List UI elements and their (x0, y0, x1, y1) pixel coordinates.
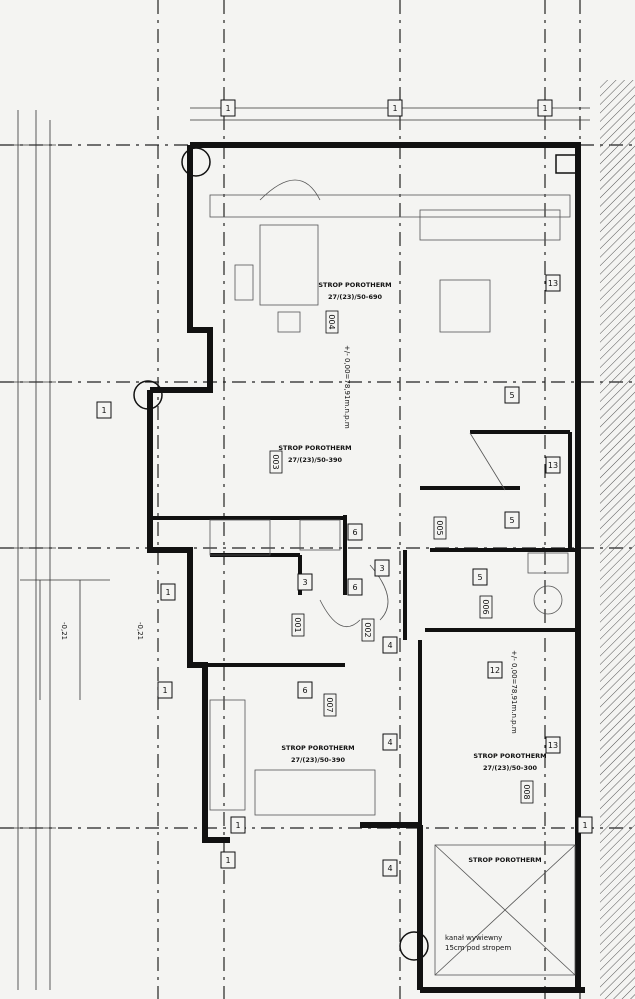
callout-group: 11111111113131355566663344412 (96, 99, 593, 877)
vent-note-line1: kanał wywiewny (445, 934, 502, 942)
room-tag: 001 (293, 617, 302, 632)
svg-text:1: 1 (101, 406, 106, 415)
callout-tag: 5 (504, 386, 520, 404)
ceiling-labels: STROP POROTHERM 27/(23)/50-690 STROP POR… (278, 281, 546, 864)
callout-tag: 1 (387, 99, 403, 117)
callout-tag: 4 (382, 733, 398, 751)
ceiling-label-spec: 27/(23)/50-300 (483, 764, 538, 772)
callout-tag: 1 (157, 681, 173, 699)
svg-text:4: 4 (387, 864, 392, 873)
callout-tag: 1 (537, 99, 553, 117)
callout-tag: 4 (382, 859, 398, 877)
svg-text:1: 1 (235, 821, 240, 830)
room-tag: 005 (435, 520, 444, 535)
level-mark: -0,21 (60, 622, 68, 640)
level-marks: +/- 0,00=78,91m.n.p.m +/- 0,00=78,91m.n.… (60, 345, 518, 734)
ceiling-label-spec: 27/(23)/50-390 (291, 756, 346, 764)
room-tag: 006 (481, 599, 490, 614)
level-mark: +/- 0,00=78,91m.n.p.m (343, 345, 351, 429)
room-tag: 007 (325, 697, 334, 712)
callout-tag: 1 (577, 816, 593, 834)
svg-text:6: 6 (352, 583, 357, 592)
svg-text:5: 5 (509, 516, 514, 525)
callout-tag: 6 (347, 578, 363, 596)
ceiling-label: STROP POROTHERM (468, 856, 541, 864)
svg-text:6: 6 (352, 528, 357, 537)
inner-walls (150, 430, 575, 825)
room-tag: 004 (327, 314, 336, 329)
svg-text:6: 6 (302, 686, 307, 695)
svg-text:1: 1 (165, 588, 170, 597)
callout-tag: 1 (96, 401, 112, 419)
svg-text:1: 1 (392, 104, 397, 113)
svg-text:12: 12 (490, 666, 500, 675)
callout-tag: 1 (160, 583, 176, 601)
svg-text:1: 1 (225, 104, 230, 113)
svg-text:13: 13 (548, 279, 558, 288)
callout-tag: 1 (230, 816, 246, 834)
callout-tag: 6 (297, 681, 313, 699)
furniture-lines (209, 179, 576, 976)
ceiling-label: STROP POROTHERM (281, 744, 354, 752)
room-tag: 008 (522, 784, 531, 799)
room-tag: 003 (271, 454, 280, 469)
svg-text:1: 1 (542, 104, 547, 113)
svg-text:1: 1 (162, 686, 167, 695)
svg-text:13: 13 (548, 461, 558, 470)
ceiling-label: STROP POROTHERM (278, 444, 351, 452)
callout-tag: 12 (487, 661, 503, 679)
svg-text:4: 4 (387, 738, 392, 747)
vent-note-line2: 15cm pod stropem (445, 944, 511, 952)
svg-text:5: 5 (509, 391, 514, 400)
ceiling-label-spec: 27/(23)/50-690 (328, 293, 383, 301)
hatched-ground (600, 80, 635, 999)
svg-text:3: 3 (379, 564, 384, 573)
level-mark: +/- 0,00=78,91m.n.p.m (510, 650, 518, 734)
svg-text:4: 4 (387, 641, 392, 650)
svg-text:13: 13 (548, 741, 558, 750)
room-tags: 004 003 001 002 007 008 005 006 (269, 310, 534, 804)
column-circles (133, 147, 577, 961)
vent-note: kanał wywiewny 15cm pod stropem (445, 934, 511, 952)
callout-tag: 1 (220, 851, 236, 869)
ceiling-label: STROP POROTHERM (473, 752, 546, 760)
callout-tag: 6 (347, 523, 363, 541)
callout-tag: 4 (382, 636, 398, 654)
callout-tag: 13 (545, 274, 561, 292)
callout-tag: 5 (504, 511, 520, 529)
callout-tag: 13 (545, 736, 561, 754)
level-mark: -0,21 (136, 622, 144, 640)
svg-text:1: 1 (582, 821, 587, 830)
ceiling-label-spec: 27/(23)/50-390 (288, 456, 343, 464)
callout-tag: 3 (297, 573, 313, 591)
room-tag: 002 (363, 622, 372, 637)
ceiling-label: STROP POROTHERM (318, 281, 391, 289)
callout-tag: 3 (374, 559, 390, 577)
callout-tag: 1 (220, 99, 236, 117)
svg-text:3: 3 (302, 578, 307, 587)
callout-tag: 5 (472, 568, 488, 586)
outer-walls (147, 142, 585, 993)
callout-tag: 13 (545, 456, 561, 474)
svg-text:5: 5 (477, 573, 482, 582)
svg-text:1: 1 (225, 856, 230, 865)
